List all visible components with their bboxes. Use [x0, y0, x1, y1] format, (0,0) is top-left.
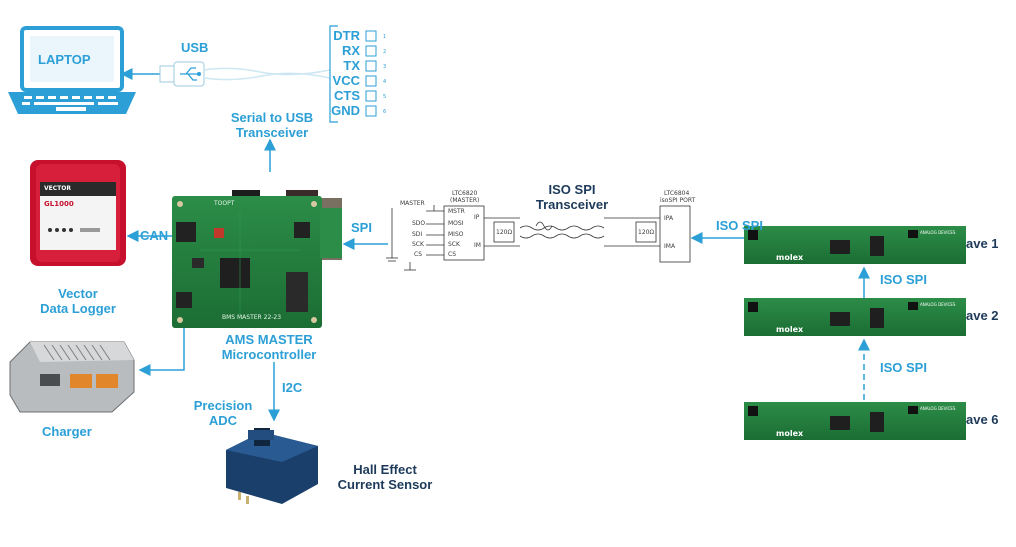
spi-label: SPI: [351, 220, 372, 235]
slave-1-brand: molex: [776, 253, 804, 262]
iso-spi-transceiver-label: ISO SPI Transceiver: [522, 182, 622, 212]
iso-spi-transceiver-line1: ISO SPI: [548, 182, 596, 197]
i2c-label: I2C: [282, 380, 303, 395]
slave-1-label: ave 1: [966, 236, 999, 251]
ams-label: AMS MASTER Microcontroller: [214, 332, 324, 362]
serial-to-usb-line1: Serial to USB: [230, 110, 314, 125]
hall-sensor-icon: [226, 428, 318, 504]
ltc6804-ipa: IPA: [664, 215, 674, 222]
ltc6820-im: IM: [474, 242, 481, 249]
slave-6-brand: molex: [776, 429, 804, 438]
laptop-icon: [8, 26, 136, 114]
ltc6820-pin-miso: MISO: [448, 231, 464, 238]
charger-arrow: [138, 328, 185, 376]
master-title: MASTER: [400, 200, 425, 207]
ltc6820-title2: (MASTER): [450, 197, 480, 204]
hall-line2: Current Sensor: [337, 477, 433, 492]
pin-rx: RX: [341, 43, 360, 58]
iso-spi-schematic: [386, 205, 691, 271]
ltc6820-ip: IP: [474, 214, 480, 221]
pcb-top-text: TOOPT: [214, 200, 235, 207]
ams-master-board: [172, 190, 342, 328]
serial-to-usb-line2: Transceiver: [235, 125, 309, 140]
hall-label: Hall Effect Current Sensor: [330, 462, 440, 492]
ltc6804-ima: IMA: [664, 243, 676, 250]
iso-spi-in-label: ISO SPI: [716, 218, 763, 233]
resistor-left: 120Ω: [496, 229, 513, 236]
resistor-right: 120Ω: [638, 229, 655, 236]
pin-vcc: VCC: [332, 73, 360, 88]
slave-board-2: [744, 298, 966, 336]
hall-line1: Hall Effect: [353, 462, 417, 477]
iso-spi-1-2-label: ISO SPI: [880, 272, 927, 287]
pin-cts: CTS: [334, 88, 360, 103]
ltc6820-pin-mosi: MOSI: [448, 220, 464, 227]
ams-line2: Microcontroller: [221, 347, 317, 362]
pin-gnd: GND: [331, 103, 360, 118]
charger-label: Charger: [42, 424, 92, 439]
usb-connector-icon: [159, 61, 331, 87]
pin-num-3: 3: [383, 64, 387, 70]
slave-6-adi: ANALOG DEVICES: [920, 406, 956, 411]
pin-num-2: 2: [383, 49, 387, 55]
adc-label: Precision ADC: [190, 398, 256, 428]
master-pin-cs: CS: [414, 251, 422, 258]
pin-tx: TX: [343, 58, 360, 73]
vector-line1: Vector: [58, 286, 98, 301]
slave-6-label: ave 6: [966, 412, 999, 427]
usb-label: USB: [181, 40, 209, 55]
pin-num-4: 4: [383, 79, 387, 85]
slave-board-6: [744, 402, 966, 440]
iso-spi-2-6-label: ISO SPI: [880, 360, 927, 375]
pin-num-5: 5: [383, 94, 387, 100]
vector-model: GL1000: [44, 200, 74, 208]
pin-dtr: DTR: [333, 28, 360, 43]
pin-num-6: 6: [383, 109, 387, 115]
ltc6820-title1: LTC6820: [452, 190, 478, 197]
serial-to-usb-label: Serial to USB Transceiver: [222, 110, 322, 140]
master-pin-sdi: SDI: [412, 231, 423, 238]
vector-label: Vector Data Logger: [30, 286, 126, 316]
slave-2-label: ave 2: [966, 308, 999, 323]
slave-2-brand: molex: [776, 325, 804, 334]
ltc6804-title1: LTC6804: [664, 190, 690, 197]
ltc6820-pin-cs: CS: [448, 251, 456, 258]
slave-1-adi: ANALOG DEVICES: [920, 230, 956, 235]
vector-logger-icon: [30, 160, 126, 266]
pcb-bottom-text: BMS MASTER 22-23: [222, 314, 282, 321]
iso-spi-transceiver-line2: Transceiver: [535, 197, 609, 212]
slave-2-adi: ANALOG DEVICES: [920, 302, 956, 307]
can-label: CAN: [140, 228, 169, 243]
adc-line1: Precision: [193, 398, 253, 413]
charger-icon: [9, 341, 135, 413]
ltc6820-pin-mstr: MSTR: [448, 208, 465, 215]
adc-line2: ADC: [208, 413, 238, 428]
master-pin-sck: SCK: [412, 241, 424, 248]
vector-line2: Data Logger: [40, 301, 116, 316]
ams-line1: AMS MASTER: [225, 332, 313, 347]
slave-board-1: [744, 226, 966, 264]
ltc6804-title2: isoSPI PORT: [660, 197, 696, 204]
vector-brand: VECTOR: [44, 185, 71, 192]
master-pin-sdo: SDO: [412, 220, 426, 227]
pin-num-1: 1: [383, 34, 387, 40]
ltc6820-pin-sck: SCK: [448, 241, 460, 248]
serial-connector-icon: [329, 25, 377, 123]
laptop-label: LAPTOP: [38, 52, 91, 67]
